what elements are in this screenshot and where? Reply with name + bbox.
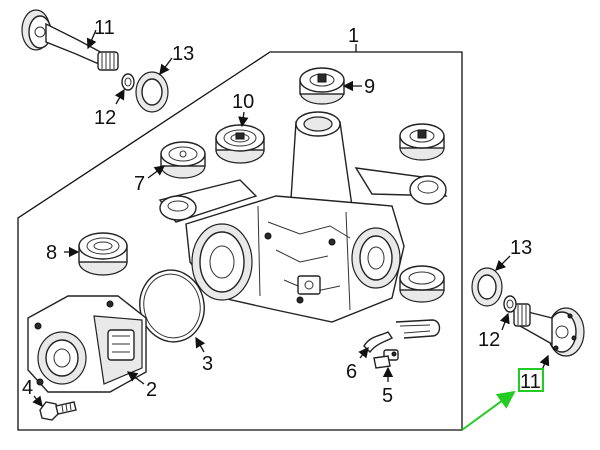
axle-shaft-right xyxy=(513,303,585,357)
leader-part-12-right xyxy=(499,312,510,331)
leader-part-13-right xyxy=(495,255,511,271)
cap-part-7 xyxy=(160,141,206,179)
cap-part-9 xyxy=(299,67,345,105)
breather-part-5 xyxy=(373,349,399,369)
label-part-8: 8 xyxy=(46,242,57,264)
bolt-part-4 xyxy=(39,401,77,421)
leader-part-12-top-left xyxy=(114,88,125,105)
label-part-9: 9 xyxy=(364,76,375,98)
label-part-12-right: 12 xyxy=(478,329,500,351)
cap-lower-right xyxy=(399,265,445,303)
label-part-6: 6 xyxy=(346,361,357,383)
leader-part-13-top-left xyxy=(159,57,173,76)
leader-part-6 xyxy=(358,346,369,359)
label-part-5: 5 xyxy=(382,385,393,407)
seal-ring-right xyxy=(503,295,517,313)
label-part-13-right: 13 xyxy=(510,237,532,259)
label-part-11-right: 11 xyxy=(520,371,541,393)
label-part-3: 3 xyxy=(202,353,213,375)
leader-part-3 xyxy=(195,336,206,353)
seal-ring-right-inner xyxy=(506,299,514,309)
label-part-1: 1 xyxy=(348,25,359,47)
pinion-housing-part-2 xyxy=(27,295,147,393)
label-part-4: 4 xyxy=(22,377,33,399)
label-part-13-top-left: 13 xyxy=(172,43,194,65)
cap-part-8 xyxy=(78,232,128,276)
label-part-2: 2 xyxy=(146,379,157,401)
o-ring-part-3-inner xyxy=(143,273,201,339)
assembly-boundary xyxy=(17,51,463,431)
differential-housing xyxy=(158,111,448,323)
leader-part-7 xyxy=(147,165,166,179)
leader-part-4 xyxy=(32,395,43,408)
highlight-box-part-11 xyxy=(518,368,544,392)
leader-part-11-top-left xyxy=(86,29,97,50)
cap-upper-right xyxy=(399,123,445,161)
label-part-7: 7 xyxy=(134,173,145,195)
leader-part-10 xyxy=(238,111,249,128)
label-part-12-top-left: 12 xyxy=(94,107,116,129)
leader-part-11-right xyxy=(539,354,550,371)
axle-shaft-top-left xyxy=(21,9,119,71)
label-part-10: 10 xyxy=(232,91,254,113)
label-part-11-top-left: 11 xyxy=(94,17,115,39)
oil-seal-top-left-inner xyxy=(141,78,163,106)
vent-hose-part-6 xyxy=(363,319,441,354)
cap-part-10 xyxy=(215,124,265,164)
o-ring-part-3 xyxy=(139,269,205,343)
seal-ring-top-left xyxy=(121,73,135,91)
oil-seal-right-inner xyxy=(477,274,497,300)
leader-part-2 xyxy=(126,371,145,385)
seal-ring-top-left-inner xyxy=(124,77,132,87)
highlight-arrow xyxy=(461,390,516,431)
